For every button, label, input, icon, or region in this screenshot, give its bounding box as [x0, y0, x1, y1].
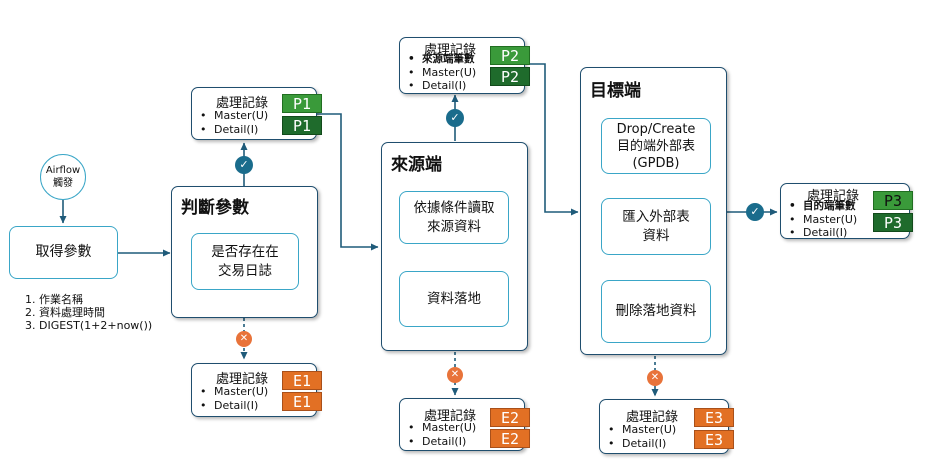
param-note-item: 3. DIGEST(1+2+now()) [25, 319, 153, 332]
airflow-trigger-node: Airflow 觸發 [40, 154, 86, 200]
badge-p2-primary: P2 [490, 46, 530, 65]
source-panel: 來源端 依據條件讀取 來源資料 資料落地 [381, 142, 528, 351]
badge-e2-secondary: E2 [490, 429, 530, 448]
badge-e3-primary: E3 [694, 408, 734, 427]
record-item: Master(U) [198, 109, 268, 123]
record-items: Master(U) Detail(I) [198, 385, 268, 412]
record-item: Detail(I) [787, 226, 857, 239]
target-title: 目標端 [590, 81, 641, 101]
badge-e1-primary: E1 [282, 371, 322, 390]
record-e2: 處理記錄 Master(U) Detail(I) E2 E2 [399, 398, 530, 451]
drop-create-node: Drop/Create 目的端外部表 (GPDB) [601, 118, 711, 174]
param-notes: 1. 作業名稱 2. 資料處理時間 3. DIGEST(1+2+now()) [25, 293, 152, 332]
record-items: 目的端筆數 Master(U) Detail(I) [787, 200, 857, 239]
badge-e2-primary: E2 [490, 408, 530, 427]
x-circle-icon: ✕ [447, 367, 463, 383]
badge-p3-primary: P3 [873, 191, 913, 210]
record-title: 處理記錄 [626, 410, 679, 425]
read-source-node: 依據條件讀取 來源資料 [399, 191, 509, 244]
badge-p1-secondary: P1 [282, 116, 322, 135]
record-item: Master(U) [787, 213, 857, 226]
land-data-node: 資料落地 [399, 271, 509, 327]
record-title: 處理記錄 [216, 96, 269, 111]
get-params-node: 取得參數 [9, 226, 118, 279]
record-p3: 處理記錄 目的端筆數 Master(U) Detail(I) P3 P3 [780, 183, 913, 239]
record-item: 來源端筆數 [406, 53, 476, 66]
check-circle-icon: ✓ [235, 156, 253, 174]
record-title: 處理記錄 [216, 372, 269, 387]
record-items: Master(U) Detail(I) [406, 421, 476, 448]
record-item: Detail(I) [406, 435, 476, 449]
param-note-item: 1. 作業名稱 [25, 293, 83, 306]
check-transaction-log-node: 是否存在在 交易日誌 [191, 233, 299, 290]
record-items: Master(U) Detail(I) [606, 423, 676, 450]
badge-p3-secondary: P3 [873, 213, 913, 232]
judge-params-panel: 判斷參數 是否存在在 交易日誌 [171, 186, 318, 318]
target-panel: 目標端 Drop/Create 目的端外部表 (GPDB) 匯入外部表 資料 刪… [580, 67, 727, 355]
record-p2: 處理記錄 來源端筆數 Master(U) Detail(I) P2 P2 [399, 37, 530, 94]
check-circle-icon: ✓ [446, 109, 464, 127]
record-item: Detail(I) [406, 79, 476, 92]
check-circle-icon: ✓ [746, 203, 764, 221]
record-items: Master(U) Detail(I) [198, 109, 268, 136]
badge-p2-secondary: P2 [490, 67, 530, 86]
record-e3: 處理記錄 Master(U) Detail(I) E3 E3 [599, 399, 734, 454]
badge-e3-secondary: E3 [694, 430, 734, 449]
record-e1: 處理記錄 Master(U) Detail(I) E1 E1 [191, 363, 322, 417]
record-item: Detail(I) [198, 123, 268, 137]
x-circle-icon: ✕ [647, 370, 663, 386]
source-title: 來源端 [391, 155, 442, 175]
judge-params-title: 判斷參數 [181, 198, 249, 218]
delete-landed-node: 刪除落地資料 [601, 280, 711, 343]
record-item: Detail(I) [606, 437, 676, 451]
record-item: 目的端筆數 [787, 200, 857, 213]
record-item: Master(U) [406, 66, 476, 79]
x-circle-icon: ✕ [236, 331, 252, 347]
import-external-node: 匯入外部表 資料 [601, 198, 711, 255]
badge-e1-secondary: E1 [282, 392, 322, 411]
record-item: Master(U) [198, 385, 268, 399]
record-items: 來源端筆數 Master(U) Detail(I) [406, 53, 476, 92]
record-item: Master(U) [606, 423, 676, 437]
record-p1: 處理記錄 Master(U) Detail(I) P1 P1 [191, 87, 322, 140]
param-note-item: 2. 資料處理時間 [25, 306, 105, 319]
record-item: Master(U) [406, 421, 476, 435]
badge-p1-primary: P1 [282, 94, 322, 113]
record-item: Detail(I) [198, 399, 268, 413]
